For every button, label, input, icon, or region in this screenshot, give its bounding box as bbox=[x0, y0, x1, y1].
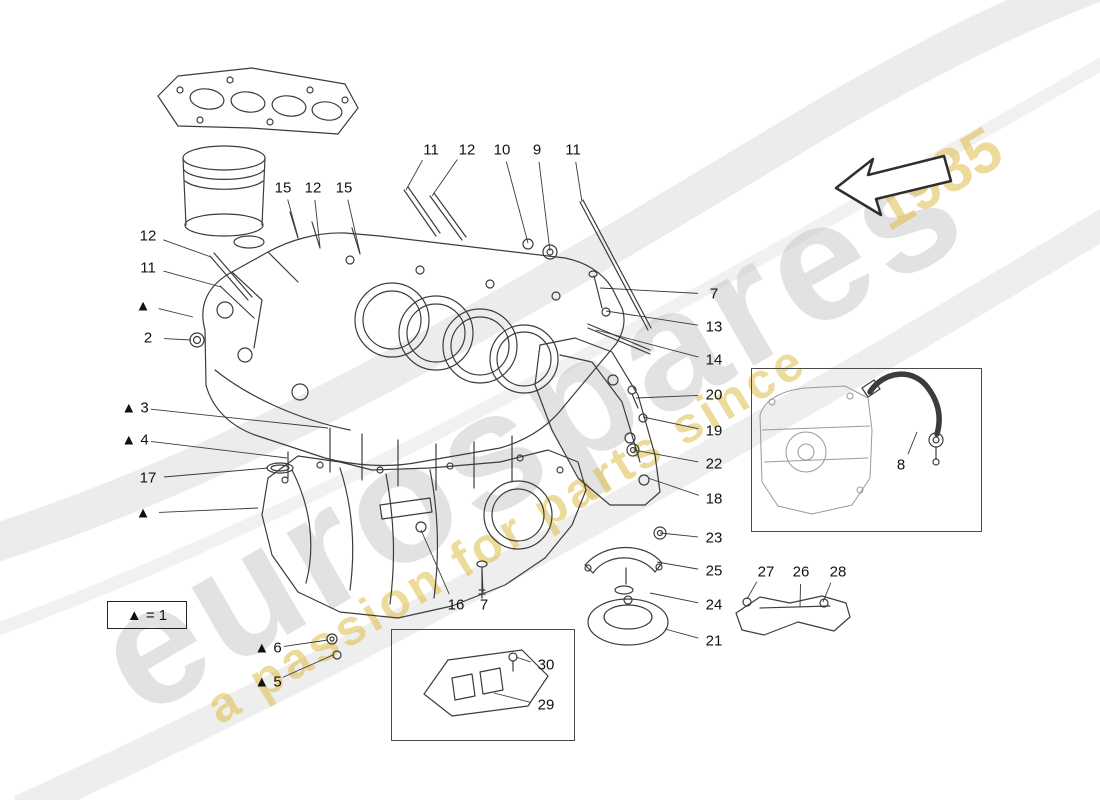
bolt-7-lower-drawing bbox=[476, 560, 488, 599]
callout-label-tri-10: ▲ bbox=[135, 297, 151, 315]
leader-line-6-16 bbox=[283, 639, 329, 647]
callout-label-11-9: 11 bbox=[140, 259, 156, 277]
leader-line-12-8 bbox=[163, 239, 212, 258]
callout-label-5-17: ▲ 5 bbox=[254, 673, 282, 691]
callout-label-12-8: 12 bbox=[139, 227, 157, 245]
callout-label-6-16: ▲ 6 bbox=[254, 639, 282, 657]
callout-label-26-35: 26 bbox=[792, 563, 810, 581]
leader-line-5-17 bbox=[282, 654, 334, 678]
legend-box: ▲ = 1 bbox=[107, 601, 187, 629]
leader-line-15-5 bbox=[287, 199, 299, 238]
leader-line-29-21 bbox=[493, 692, 531, 703]
leader-line-tri-15 bbox=[158, 507, 259, 513]
callout-label-10-2: 10 bbox=[493, 141, 511, 159]
leader-line-22-27 bbox=[633, 449, 699, 463]
callout-label-25-30: 25 bbox=[705, 562, 723, 580]
leader-line-8-33 bbox=[907, 431, 918, 455]
leader-line-24-31 bbox=[649, 592, 699, 604]
callout-label-15-5: 15 bbox=[274, 179, 292, 197]
leader-line-tri-10 bbox=[158, 308, 194, 318]
leader-line-27-34 bbox=[746, 581, 758, 600]
inset-box-oil-hose bbox=[751, 368, 982, 532]
callout-label-28-36: 28 bbox=[829, 563, 847, 581]
upper-crankcase-drawing bbox=[202, 232, 625, 467]
long-studs-drawing bbox=[403, 186, 652, 331]
callout-label-24-31: 24 bbox=[705, 596, 723, 614]
callout-label-29-21: 29 bbox=[537, 696, 555, 714]
callout-label-tri-15: ▲ bbox=[135, 504, 151, 522]
leader-line-7-19 bbox=[481, 567, 484, 594]
leader-line-25-30 bbox=[656, 561, 699, 570]
leader-line-14-24 bbox=[595, 329, 699, 358]
leader-line-16-18 bbox=[420, 529, 450, 595]
leader-line-10-2 bbox=[505, 161, 529, 244]
leader-line-23-29 bbox=[659, 532, 699, 538]
head-gasket-drawing bbox=[157, 67, 359, 135]
callout-label-11-0: 11 bbox=[423, 141, 439, 159]
leader-line-19-26 bbox=[642, 416, 699, 430]
leader-line-11-9 bbox=[163, 270, 222, 288]
callout-label-27-34: 27 bbox=[757, 563, 775, 581]
leader-line-12-1 bbox=[431, 159, 458, 197]
callout-label-18-28: 18 bbox=[705, 490, 723, 508]
direction-arrow-icon bbox=[834, 154, 953, 217]
callout-label-12-6: 12 bbox=[304, 179, 322, 197]
leader-line-17-14 bbox=[163, 467, 269, 478]
leader-line-9-3 bbox=[538, 161, 551, 252]
baffle-plate-drawing bbox=[423, 649, 549, 717]
callout-label-8-33: 8 bbox=[896, 456, 906, 474]
bracket-26-drawing bbox=[735, 595, 851, 636]
callout-label-7-22: 7 bbox=[709, 285, 719, 303]
leader-line-3-12 bbox=[150, 408, 329, 429]
leader-line-13-23 bbox=[605, 310, 699, 326]
callout-label-23-29: 23 bbox=[705, 529, 723, 547]
callout-label-21-32: 21 bbox=[705, 632, 723, 650]
leader-line-15-7 bbox=[347, 199, 361, 254]
leader-line-12-6 bbox=[314, 199, 321, 248]
leader-line-21-32 bbox=[664, 628, 699, 639]
leader-line-11-0 bbox=[405, 159, 423, 191]
leader-line-11-4 bbox=[575, 161, 583, 203]
leader-line-28-36 bbox=[822, 582, 832, 603]
callout-label-9-3: 9 bbox=[532, 141, 542, 159]
leader-line-18-28 bbox=[647, 477, 699, 496]
callout-label-19-26: 19 bbox=[705, 422, 723, 440]
leader-line-7-22 bbox=[599, 287, 699, 294]
callout-label-14-24: 14 bbox=[705, 351, 723, 369]
leader-line-26-35 bbox=[799, 583, 801, 608]
cylinder-liner-drawing bbox=[182, 145, 266, 249]
callout-label-12-1: 12 bbox=[458, 141, 476, 159]
engine-mount-drawing bbox=[584, 526, 669, 646]
callout-label-4-13: ▲ 4 bbox=[121, 431, 149, 449]
leader-line-2-11 bbox=[163, 338, 192, 341]
callout-label-20-25: 20 bbox=[705, 386, 723, 404]
callout-label-3-12: ▲ 3 bbox=[121, 399, 149, 417]
callout-label-17-14: 17 bbox=[139, 469, 157, 487]
callout-label-16-18: 16 bbox=[447, 596, 465, 614]
leader-line-30-20 bbox=[515, 656, 531, 663]
leader-line-20-25 bbox=[635, 395, 699, 399]
callout-label-11-4: 11 bbox=[565, 141, 581, 159]
leader-line-4-13 bbox=[150, 440, 288, 459]
callout-label-2-11: 2 bbox=[143, 329, 153, 347]
callout-label-13-23: 13 bbox=[705, 318, 723, 336]
callout-label-22-27: 22 bbox=[705, 455, 723, 473]
callout-label-30-20: 30 bbox=[537, 656, 555, 674]
inset-box-baffle-plate bbox=[391, 629, 575, 741]
lower-crankcase-drawing bbox=[261, 449, 587, 660]
inset-gearbox-drawing bbox=[759, 385, 873, 515]
callout-label-15-7: 15 bbox=[335, 179, 353, 197]
bracket-18-drawing bbox=[534, 337, 661, 506]
oil-hose-drawing bbox=[861, 371, 944, 466]
callout-label-7-19: 7 bbox=[479, 596, 489, 614]
